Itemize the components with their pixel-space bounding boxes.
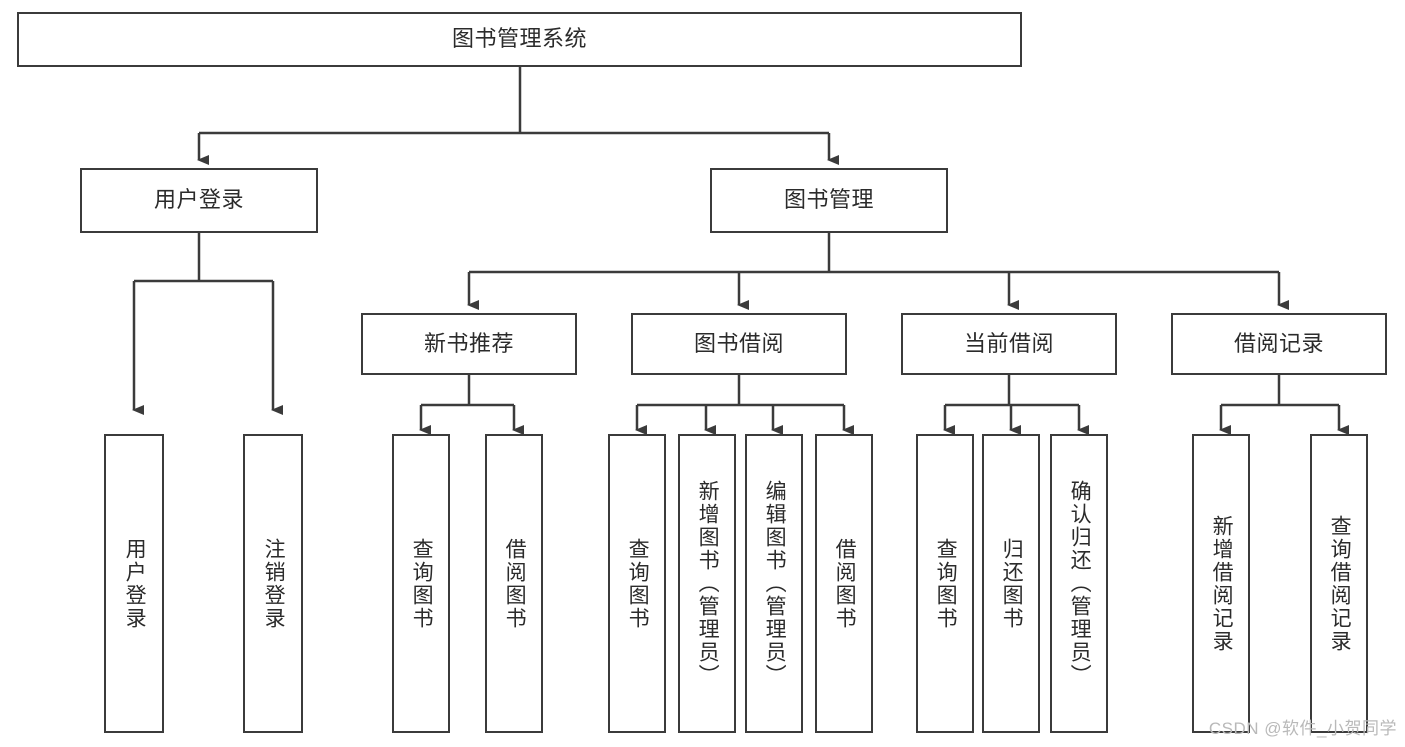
node-leaf-query-book-1-label: 查询图书 [410, 537, 434, 630]
node-root-label: 图书管理系统 [451, 26, 587, 52]
node-leaf-query-record[interactable]: 查询借阅记录 [1310, 434, 1368, 733]
node-new-book-recommend[interactable]: 新书推荐 [361, 313, 577, 375]
node-borrow-record-label: 借阅记录 [1233, 330, 1324, 356]
node-leaf-confirm-return[interactable]: 确认归还（管理员） [1050, 434, 1108, 733]
node-leaf-add-record-label: 新增借阅记录 [1210, 514, 1234, 653]
node-leaf-user-login-label: 用户登录 [123, 537, 147, 630]
node-leaf-confirm-return-label: 确认归还（管理员） [1068, 480, 1092, 687]
node-book-borrow[interactable]: 图书借阅 [631, 313, 847, 375]
watermark-text: CSDN @软件_小贺同学 [1208, 719, 1397, 738]
node-leaf-return-book[interactable]: 归还图书 [982, 434, 1040, 733]
node-leaf-logout-login-label: 注销登录 [262, 537, 286, 630]
node-leaf-query-book-3[interactable]: 查询图书 [916, 434, 974, 733]
node-root[interactable]: 图书管理系统 [17, 12, 1022, 67]
node-book-manage-label: 图书管理 [783, 187, 874, 213]
node-leaf-query-book-3-label: 查询图书 [934, 537, 958, 630]
node-leaf-logout-login[interactable]: 注销登录 [243, 434, 303, 733]
node-leaf-borrow-book-2-label: 借阅图书 [833, 537, 857, 630]
node-leaf-borrow-book-1[interactable]: 借阅图书 [485, 434, 543, 733]
node-leaf-query-book-2-label: 查询图书 [626, 537, 650, 630]
node-leaf-edit-book[interactable]: 编辑图书（管理员） [745, 434, 803, 733]
node-leaf-return-book-label: 归还图书 [1000, 537, 1024, 630]
node-book-borrow-label: 图书借阅 [693, 330, 784, 356]
node-leaf-add-record[interactable]: 新增借阅记录 [1192, 434, 1250, 733]
node-leaf-user-login[interactable]: 用户登录 [104, 434, 164, 733]
node-leaf-add-book[interactable]: 新增图书（管理员） [678, 434, 736, 733]
node-leaf-query-book-1[interactable]: 查询图书 [392, 434, 450, 733]
node-leaf-edit-book-label: 编辑图书（管理员） [763, 480, 787, 687]
node-leaf-borrow-book-2[interactable]: 借阅图书 [815, 434, 873, 733]
node-new-book-recommend-label: 新书推荐 [423, 330, 514, 356]
node-current-borrow-label: 当前借阅 [963, 330, 1054, 356]
node-user-login[interactable]: 用户登录 [80, 168, 318, 233]
node-leaf-add-book-label: 新增图书（管理员） [696, 480, 720, 687]
node-borrow-record[interactable]: 借阅记录 [1171, 313, 1387, 375]
node-leaf-borrow-book-1-label: 借阅图书 [503, 537, 527, 630]
node-book-manage[interactable]: 图书管理 [710, 168, 948, 233]
node-leaf-query-book-2[interactable]: 查询图书 [608, 434, 666, 733]
node-current-borrow[interactable]: 当前借阅 [901, 313, 1117, 375]
node-user-login-label: 用户登录 [153, 187, 244, 213]
node-leaf-query-record-label: 查询借阅记录 [1328, 514, 1352, 653]
